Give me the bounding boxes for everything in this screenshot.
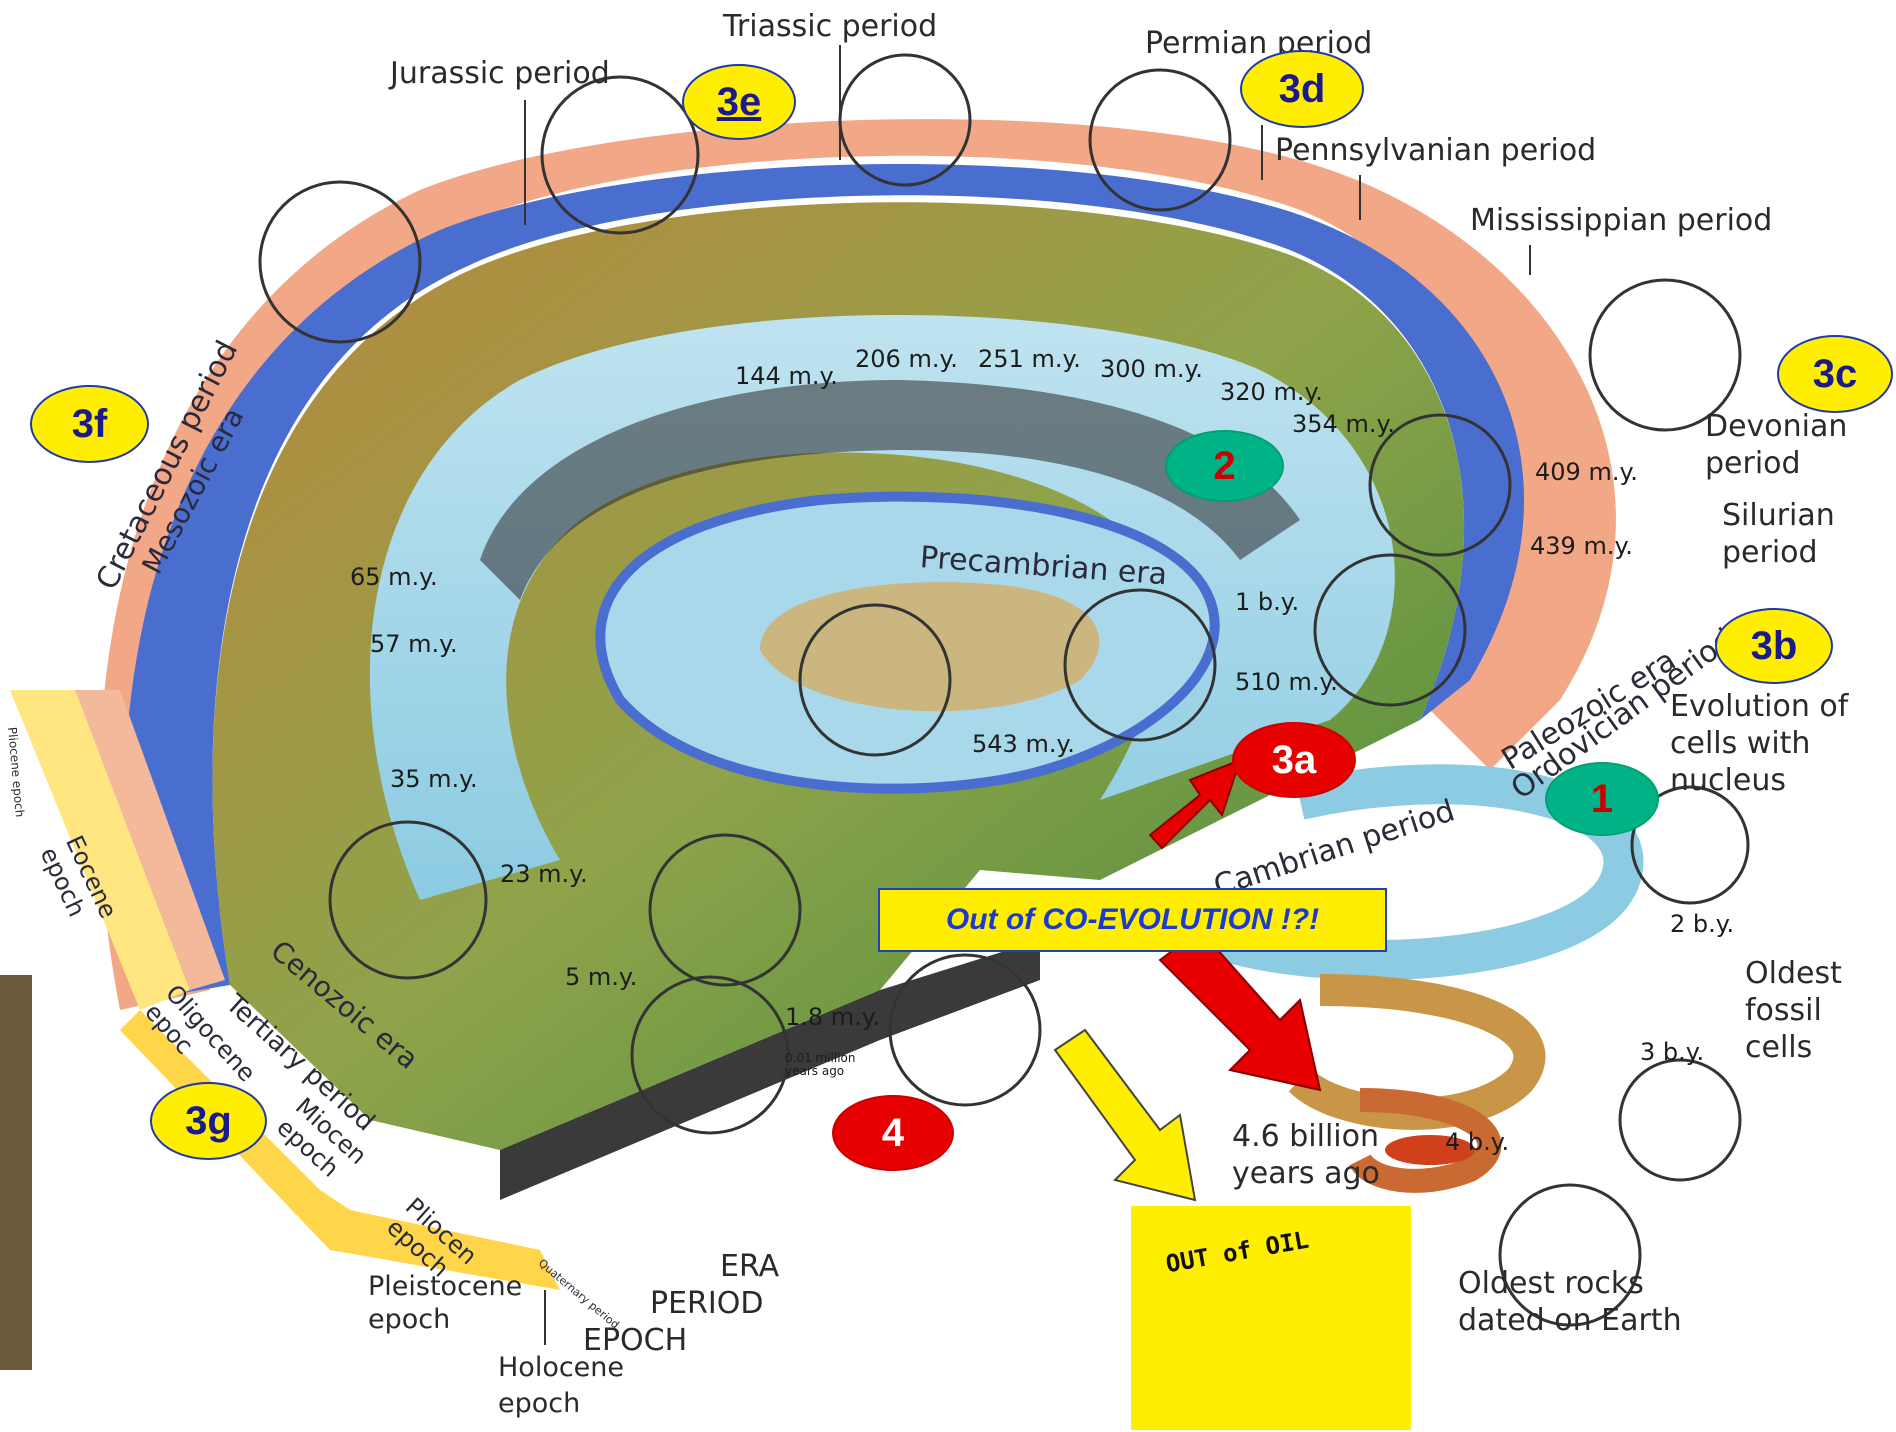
label-mississippian-period: Mississippian period: [1470, 202, 1772, 239]
badge-3c[interactable]: 3c: [1777, 335, 1893, 413]
label-triassic-period: Triassic period: [723, 8, 937, 45]
co-evolution-banner: Out of CO-EVOLUTION !?!: [878, 888, 1387, 952]
mark-354: 354 m.y.: [1292, 410, 1395, 438]
badge-4[interactable]: 4: [832, 1095, 954, 1171]
mark-35: 35 m.y.: [390, 765, 478, 793]
mark-3by: 3 b.y.: [1640, 1038, 1704, 1066]
label-pennsylvanian-period: Pennsylvanian period: [1275, 132, 1596, 169]
mark-2by: 2 b.y.: [1670, 910, 1734, 938]
label-jurassic-period: Jurassic period: [390, 55, 610, 92]
badge-3e[interactable]: 3e: [682, 64, 796, 140]
legend-era: ERA: [720, 1248, 779, 1285]
mark-300: 300 m.y.: [1100, 355, 1203, 383]
photo-strip: [0, 975, 32, 1370]
mark-5: 5 m.y.: [565, 963, 637, 991]
mark-510: 510 m.y.: [1235, 668, 1338, 696]
mark-206: 206 m.y.: [855, 345, 958, 373]
label-devonian-period: Devonian period: [1705, 408, 1847, 482]
mark-409: 409 m.y.: [1535, 458, 1638, 486]
legend-period: PERIOD: [650, 1285, 763, 1322]
mark-1-8: 1.8 m.y.: [785, 1003, 880, 1031]
mark-543: 543 m.y.: [972, 730, 1075, 758]
mark-23: 23 m.y.: [500, 860, 588, 888]
label-oldest-fossil-cells: Oldest fossil cells: [1745, 955, 1842, 1066]
label-4-6-billion: 4.6 billion years ago: [1232, 1118, 1380, 1192]
label-silurian-period: Silurian period: [1722, 497, 1835, 571]
mark-144: 144 m.y.: [735, 362, 838, 390]
badge-3a[interactable]: 3a: [1232, 722, 1356, 798]
label-holocene-epoch: Holocene epoch: [498, 1350, 624, 1422]
badge-2[interactable]: 2: [1165, 430, 1284, 502]
badge-3f[interactable]: 3f: [30, 385, 149, 463]
arrow-to-out-of-oil: [1055, 1030, 1195, 1200]
mark-320: 320 m.y.: [1220, 378, 1323, 406]
mark-0-01: 0.01 million years ago: [785, 1052, 856, 1078]
mark-65: 65 m.y.: [350, 563, 438, 591]
mark-251: 251 m.y.: [978, 345, 1081, 373]
mark-57: 57 m.y.: [370, 630, 458, 658]
fossil-circle-cell: [1620, 1060, 1740, 1180]
mark-1by: 1 b.y.: [1235, 588, 1299, 616]
label-oldest-rocks: Oldest rocks dated on Earth: [1458, 1265, 1682, 1339]
badge-3g[interactable]: 3g: [150, 1082, 267, 1160]
label-evolution-cells: Evolution of cells with nucleus: [1670, 688, 1848, 799]
badge-3d[interactable]: 3d: [1240, 50, 1364, 128]
mark-4by: 4 b.y.: [1445, 1128, 1509, 1156]
badge-3b[interactable]: 3b: [1715, 608, 1833, 684]
mark-439: 439 m.y.: [1530, 532, 1633, 560]
badge-1[interactable]: 1: [1545, 762, 1659, 836]
